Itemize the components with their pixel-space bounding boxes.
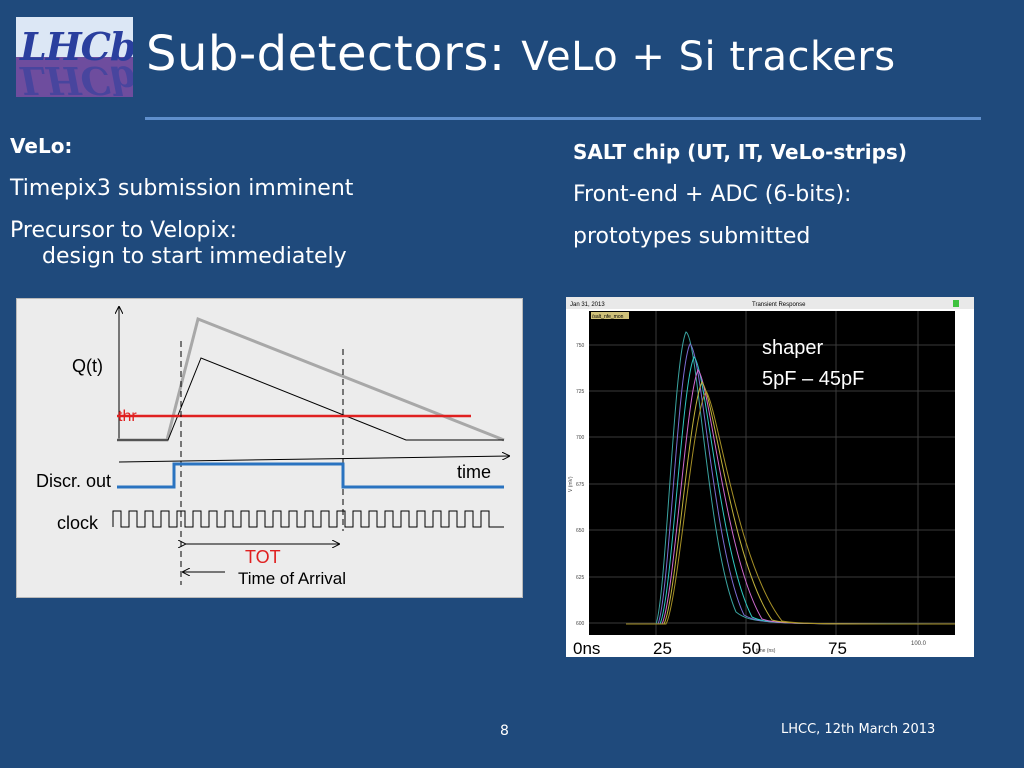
y-tick-625: 625 <box>576 575 585 581</box>
y-tick-675: 675 <box>576 482 585 488</box>
y-tick-650: 650 <box>576 528 585 534</box>
x-annotation-25: 25 <box>653 639 672 657</box>
annotation-capacitance: 5pF – 45pF <box>762 368 864 390</box>
time-label: time <box>457 462 491 482</box>
title-divider <box>145 117 981 120</box>
x-axis-title: time (ns) <box>756 648 776 654</box>
y-tick-725: 725 <box>576 389 585 395</box>
toa-label: Time of Arrival <box>238 569 346 588</box>
q-label: Q(t) <box>72 356 103 376</box>
discr-label: Discr. out <box>36 471 111 491</box>
scope-gridlines <box>589 311 955 635</box>
lhcb-logo: LHCb LHCb <box>16 17 133 97</box>
footer-date: LHCC, 12th March 2013 <box>781 722 936 737</box>
x-tick-100: 100.0 <box>911 641 927 647</box>
scope-header: Transient Response <box>752 302 806 308</box>
scope-status-icon <box>953 300 959 307</box>
velo-line-timepix: Timepix3 submission imminent <box>10 176 354 201</box>
logo-text: LHCb <box>20 24 133 69</box>
pulse-small <box>117 357 504 441</box>
title-sub: VeLo + Si trackers <box>521 34 896 80</box>
velo-heading: VeLo: <box>10 134 73 158</box>
salt-line-frontend: Front-end + ADC (6-bits): <box>573 182 852 207</box>
page-number: 8 <box>500 723 509 739</box>
velo-line-design: design to start immediately <box>42 244 347 269</box>
time-axis <box>118 456 509 463</box>
salt-line-prototypes: prototypes submitted <box>573 224 811 249</box>
discr-output <box>117 462 504 489</box>
plot-area <box>589 311 955 635</box>
salt-column: SALT chip (UT, IT, VeLo-strips) Front-en… <box>573 140 1003 266</box>
annotation-shaper: shaper <box>762 337 823 359</box>
logo-reflection: LHCb <box>20 58 133 97</box>
trace-6 <box>626 390 956 625</box>
velo-column: VeLo: Timepix3 submission imminent Precu… <box>10 134 530 270</box>
x-annotation-75: 75 <box>828 639 847 657</box>
scope-plot: Jan 31, 2013 Transient Response /salt_nf… <box>566 297 974 657</box>
tot-label: TOT <box>245 547 281 567</box>
velo-line-precursor: Precursor to Velopix: <box>10 218 238 243</box>
scope-date: Jan 31, 2013 <box>570 302 605 308</box>
y-tick-700: 700 <box>576 435 585 441</box>
thr-label: thr <box>118 408 137 425</box>
x-annotation-50: 50 <box>742 639 761 657</box>
y-tick-750: 750 <box>576 343 585 349</box>
y-tick-600: 600 <box>576 621 585 627</box>
trace-label-box <box>591 312 629 319</box>
x-annotation-0: 0ns <box>573 639 600 657</box>
tot-diagram: Q(t) thr time Discr. out clock TOT Time … <box>16 298 523 598</box>
clock-signal <box>112 510 504 528</box>
salt-heading: SALT chip (UT, IT, VeLo-strips) <box>573 140 907 164</box>
clock-label: clock <box>57 513 99 533</box>
y-axis-title: V (mV) <box>568 476 574 492</box>
trace-label: /salt_nfe_mon <box>592 314 624 320</box>
slide-title: Sub-detectors: VeLo + Si trackers <box>146 26 896 82</box>
title-main: Sub-detectors: <box>146 26 522 82</box>
